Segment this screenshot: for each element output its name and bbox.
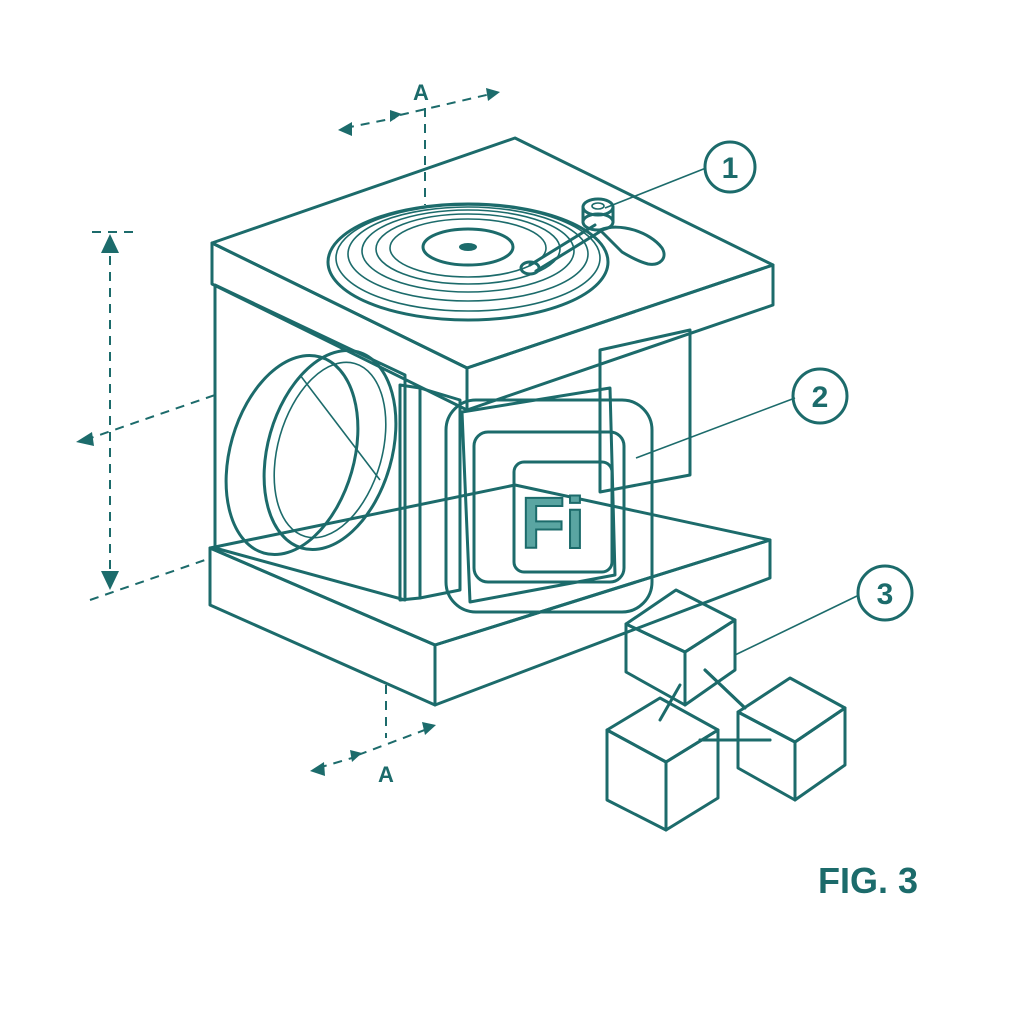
callout-2-number: 2 (812, 381, 829, 414)
leader-lines (604, 167, 858, 656)
section-marker-bottom: A (378, 762, 394, 787)
cube-assembly (605, 588, 847, 832)
arrow-left-icon (310, 762, 325, 776)
section-line-top: A (338, 80, 500, 205)
cube-3 (605, 696, 720, 832)
logo-tile: Fi (444, 386, 654, 614)
lens-ring (224, 348, 398, 557)
right-wall (598, 328, 692, 494)
arrow-right-icon (486, 88, 500, 101)
turntable-record (326, 202, 610, 322)
callout-1: 1 (703, 140, 757, 194)
arrow-right-icon (350, 750, 362, 762)
callout-1-number: 1 (722, 152, 739, 185)
callout-3-number: 3 (877, 578, 894, 611)
callout-3: 3 (856, 564, 914, 622)
fi-logo-text: Fi (521, 484, 585, 564)
height-dimension (76, 231, 216, 601)
arrow-down-icon (101, 571, 119, 590)
divider-wall (398, 383, 462, 602)
arrow-up-icon (101, 234, 119, 253)
section-line-bottom: A (310, 685, 436, 787)
tonearm (519, 197, 666, 276)
arrow-right-icon (390, 110, 402, 122)
arrow-left-icon (338, 122, 352, 136)
arrow-right-icon (422, 722, 436, 735)
cube-1 (624, 588, 737, 707)
bottom-slab (208, 483, 772, 707)
cube-2 (736, 676, 847, 802)
arrow-left-icon (76, 432, 94, 446)
section-marker-top: A (413, 80, 429, 105)
figure-label: FIG. 3 (818, 860, 918, 901)
callout-2: 2 (791, 367, 849, 425)
